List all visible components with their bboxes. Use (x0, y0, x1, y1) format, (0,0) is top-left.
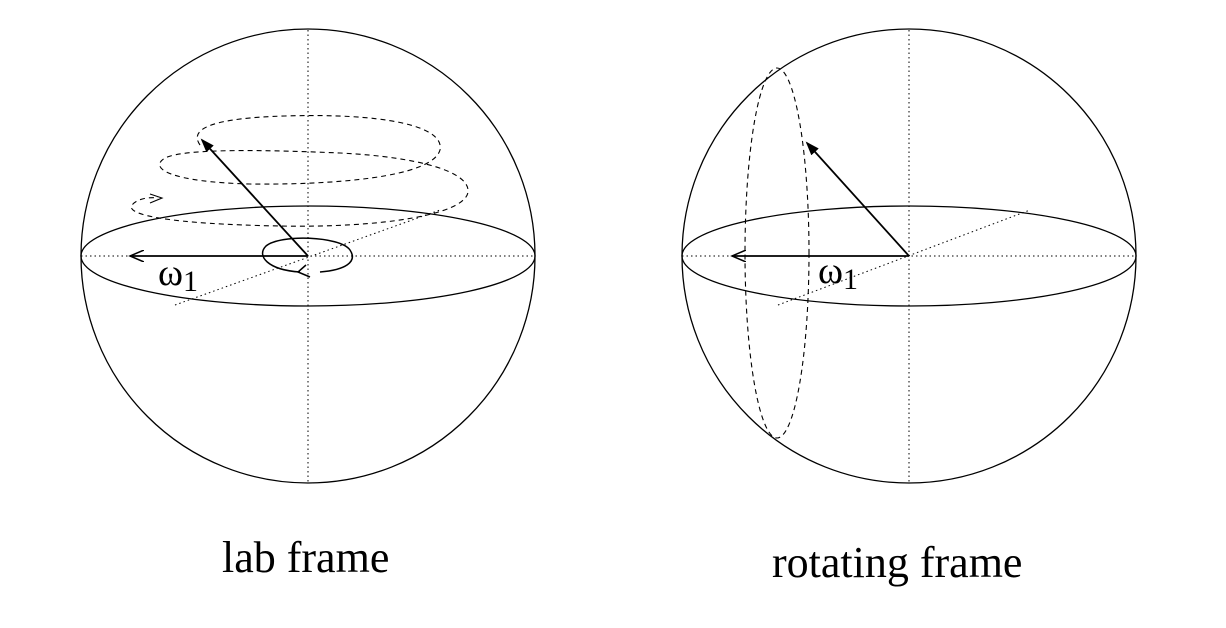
x-axis-dotted (174, 209, 441, 306)
magnetization-vector (200, 138, 309, 257)
origin-loop (261, 237, 353, 273)
omega1-label: ω1 (158, 252, 198, 298)
rotating-frame-sphere: ω1 (681, 28, 1137, 484)
rotating-frame-caption: rotating frame (772, 538, 1023, 587)
precession-spiral-path (130, 115, 469, 227)
lab-frame-sphere: ω1 (80, 28, 536, 484)
origin-loop-arrowhead (296, 264, 311, 278)
omega1-label: ω1 (818, 250, 858, 296)
magnetization-vector (805, 141, 910, 257)
spiral-arrowhead (149, 193, 164, 204)
lab-frame-caption: lab frame (222, 533, 390, 582)
nutation-circle (744, 67, 810, 439)
x-axis-dotted (777, 209, 1031, 306)
